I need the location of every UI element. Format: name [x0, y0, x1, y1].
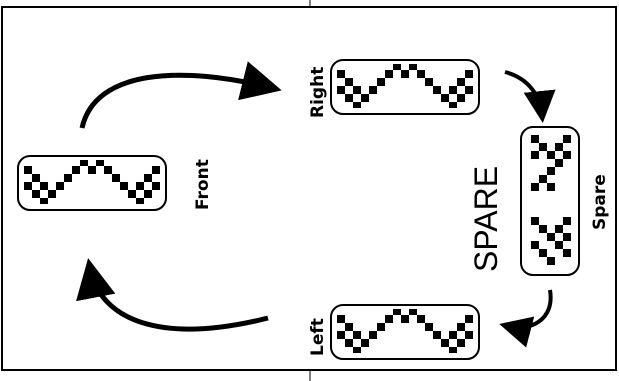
- arrow-spare-to-left-icon: [499, 289, 553, 348]
- tire-spare-icon: [520, 126, 580, 276]
- label-right: Right: [308, 67, 328, 118]
- label-spare-side: Spare: [590, 174, 610, 230]
- tire-left-icon: [330, 304, 480, 360]
- label-front: Front: [193, 159, 213, 210]
- label-left: Left: [308, 318, 328, 356]
- arrow-left-to-front-icon: [76, 258, 269, 332]
- arrow-front-to-right-icon: [79, 61, 282, 129]
- tire-right-icon: [330, 59, 480, 115]
- label-spare-big: SPARE: [468, 166, 504, 272]
- diagram-frame: [1, 6, 617, 371]
- tire-front-icon: [17, 155, 167, 211]
- arrow-right-to-spare-icon: [504, 70, 556, 123]
